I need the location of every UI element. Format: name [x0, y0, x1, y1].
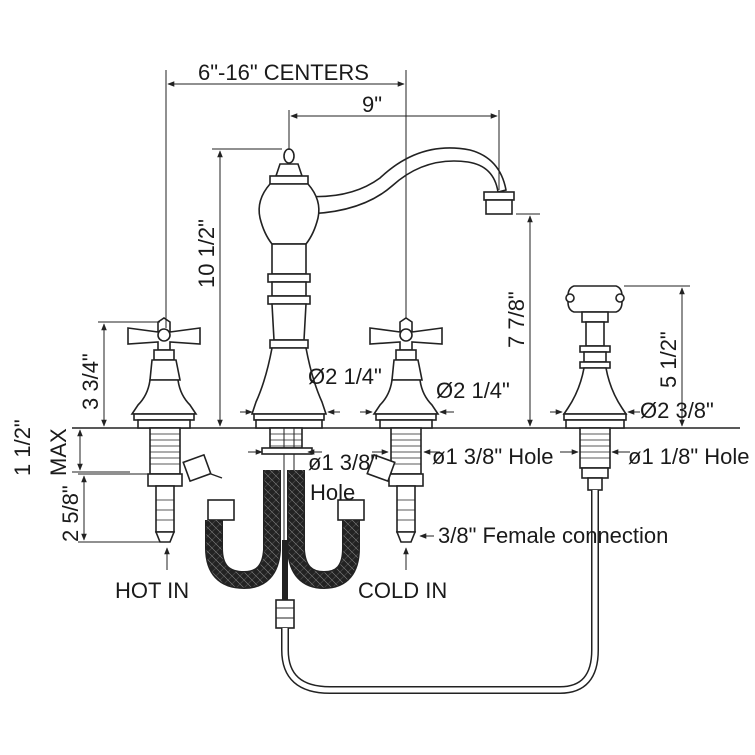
connection-label: 3/8" Female connection [438, 523, 668, 548]
deck-thickness-label: 1 1/2" [10, 419, 35, 476]
centers-label: 6"-16" CENTERS [198, 60, 369, 85]
hot-shank [147, 427, 183, 543]
hot-supply-hose [182, 453, 281, 590]
sprayer-hose [275, 490, 599, 694]
sprayer-height-label: 5 1/2" [656, 331, 681, 388]
side-sprayer [562, 285, 628, 429]
cold-supply-hose [287, 453, 396, 590]
spout-base-diameter-label: Ø2 1/4" [308, 364, 382, 389]
cold-handle [369, 317, 443, 429]
sprayer-shank [579, 427, 611, 491]
spout-reach-label: 9" [362, 92, 382, 117]
spout-height-label: 10 1/2" [194, 219, 219, 288]
sprayer-base-diameter-label: Ø2 3/8" [640, 398, 714, 423]
spout-outlet-height-label: 7 7/8" [504, 291, 529, 348]
cold-in-label: COLD IN [358, 578, 447, 603]
spout-hole-label: ø1 3/8" [308, 450, 378, 475]
cold-shank [388, 427, 424, 543]
handle-base-diameter-label: Ø2 1/4" [436, 378, 510, 403]
spout [250, 147, 515, 429]
sprayer-hole-label: ø1 1/8" Hole [628, 444, 750, 469]
shank-length-label: 2 5/8" [58, 485, 83, 542]
spout-hole-word-label: Hole [310, 480, 355, 505]
hot-in-label: HOT IN [115, 578, 189, 603]
deck-max-label: MAX [46, 428, 71, 476]
hot-handle [127, 317, 201, 429]
handle-height-label: 3 3/4" [78, 353, 103, 410]
handle-hole-label: ø1 3/8" Hole [432, 444, 554, 469]
